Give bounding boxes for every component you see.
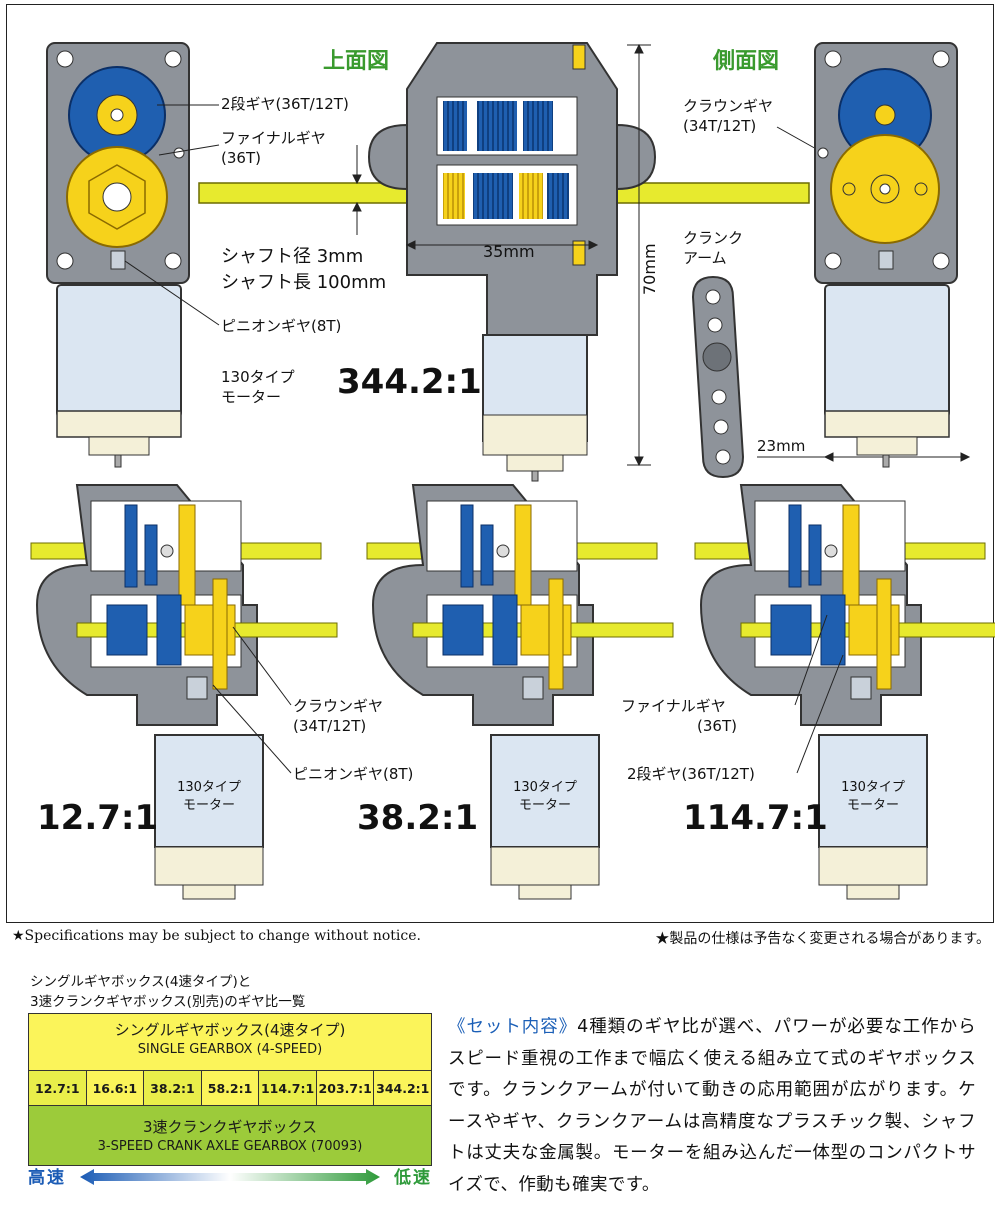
label-two-stage-gear: 2段ギヤ(36T/12T) [221, 95, 349, 113]
sub-motor-label-1: 130タイプ [513, 780, 577, 795]
sub-ratio-1: 12.7:1 [37, 798, 158, 838]
front-view [46, 42, 190, 468]
motor-icon [56, 284, 182, 418]
ratio-cell: 58.2:1 [201, 1070, 260, 1106]
front-leaders [124, 104, 220, 326]
sub-motor-label-1: 130タイプ [177, 780, 241, 795]
label-crank-arm-2: アーム [683, 249, 727, 267]
dimension-depth: 23mm [757, 437, 805, 455]
crank-gearbox-en: 3-SPEED CRANK AXLE GEARBOX (70093) [97, 1139, 363, 1154]
crank-arm-icon [691, 275, 745, 479]
label-final-gear-2: (36T) [221, 149, 261, 167]
sub-motor-label-1: 130タイプ [841, 780, 905, 795]
gearbox-diagram: 2段ギヤ(36T/12T) ファイナルギヤ (36T) ピニオンギヤ(8T) 1… [30, 42, 1000, 900]
sub-label-final-gear-1: ファイナルギヤ [621, 697, 726, 715]
side-view-heading: 側面図 [712, 49, 779, 74]
ratio-cell: 16.6:1 [86, 1070, 145, 1106]
ratio-cell: 12.7:1 [29, 1070, 87, 1106]
label-crown-gear-1: クラウンギヤ [683, 97, 773, 115]
ratio-table: シングルギヤボックス(4速タイプ) SINGLE GEARBOX (4-SPEE… [28, 1013, 432, 1166]
side-view [814, 42, 958, 468]
single-gearbox-en: SINGLE GEARBOX (4-SPEED) [137, 1042, 323, 1057]
sub-ratio-3: 114.7:1 [683, 798, 828, 838]
ratio-row: 12.7:1 16.6:1 38.2:1 58.2:1 114.7:1 203.… [29, 1070, 432, 1106]
label-motor-2: モーター [221, 388, 281, 406]
top-view-heading: 上面図 [323, 49, 389, 74]
set-description: 《セット内容》4種類のギヤ比が選べ、パワーが必要な工作からスピード重視の工作まで… [448, 1012, 976, 1201]
label-crown-gear-2: (34T/12T) [683, 117, 756, 135]
dimension-height: 70mm [640, 243, 659, 295]
label-pinion-gear: ピニオンギヤ(8T) [221, 317, 341, 335]
speed-low-label: 低速 [394, 1168, 432, 1188]
sub-label-pinion-gear: ピニオンギヤ(8T) [293, 765, 413, 783]
sub-motor-label-2: モーター [519, 798, 571, 813]
label-shaft-diameter: シャフト径 3mm [221, 246, 363, 267]
sub-motor-label-2: モーター [847, 798, 899, 813]
set-description-heading: 《セット内容》 [448, 1017, 578, 1037]
sub-ratio-2: 38.2:1 [357, 798, 478, 838]
sub-label-final-gear-2: (36T) [697, 717, 737, 735]
sub-label-crown-gear-2: (34T/12T) [293, 717, 366, 735]
speed-arrow-icon [80, 1169, 380, 1185]
speed-high-label: 高速 [28, 1168, 66, 1188]
label-motor-1: 130タイプ [221, 368, 295, 386]
crank-gearbox-jp: 3速クランクギヤボックス [142, 1118, 318, 1136]
single-gearbox-jp: シングルギヤボックス(4速タイプ) [114, 1021, 346, 1039]
ratio-cell: 114.7:1 [259, 1070, 317, 1106]
label-shaft-length: シャフト長 100mm [221, 272, 386, 293]
main-ratio: 344.2:1 [337, 362, 482, 402]
caption-line-2: 3速クランクギヤボックス(別売)のギヤ比一覧 [30, 994, 306, 1010]
sub-label-two-stage-gear: 2段ギヤ(36T/12T) [627, 765, 755, 783]
notice-english: ★Specifications may be subject to change… [12, 928, 421, 944]
ratio-table-caption: シングルギヤボックス(4速タイプ)と 3速クランクギヤボックス(別売)のギヤ比一… [30, 972, 305, 1012]
crank-gearbox-band: 3速クランクギヤボックス 3-SPEED CRANK AXLE GEARBOX … [29, 1102, 431, 1165]
sub-motor-label-2: モーター [183, 798, 235, 813]
sub-label-crown-gear-1: クラウンギヤ [293, 697, 383, 715]
ratio-cell: 344.2:1 [374, 1070, 432, 1106]
label-crank-arm-1: クランク [683, 229, 743, 247]
caption-line-1: シングルギヤボックス(4速タイプ)と [30, 974, 252, 990]
top-view [198, 42, 810, 482]
dimension-width: 35mm [483, 242, 535, 261]
diagram-frame: 2段ギヤ(36T/12T) ファイナルギヤ (36T) ピニオンギヤ(8T) 1… [6, 4, 1000, 923]
label-final-gear-1: ファイナルギヤ [221, 129, 326, 147]
single-gearbox-band: シングルギヤボックス(4速タイプ) SINGLE GEARBOX (4-SPEE… [29, 1014, 431, 1072]
ratio-cell: 38.2:1 [144, 1070, 202, 1106]
notice-japanese: ★製品の仕様は予告なく変更される場合があります。 [655, 931, 990, 947]
set-description-body: 4種類のギヤ比が選べ、パワーが必要な工作からスピード重視の工作まで幅広く使える組… [448, 1017, 976, 1195]
speed-bar: 高速 低速 [28, 1163, 432, 1191]
ratio-cell: 203.7:1 [316, 1070, 375, 1106]
